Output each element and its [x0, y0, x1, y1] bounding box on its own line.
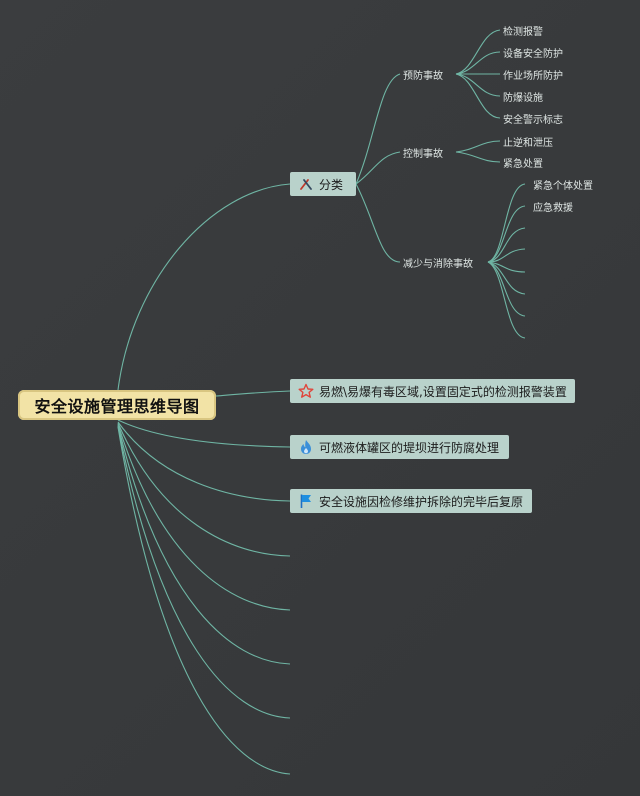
category-reduce-eliminate-accident[interactable]: 减少与消除事故 [403, 259, 473, 270]
flag-icon [298, 493, 314, 509]
topic-classification[interactable]: 分类 [290, 172, 356, 196]
leaf-detection-alarm[interactable]: 检测报警 [503, 27, 543, 38]
link-root-empty-2 [117, 423, 291, 611]
leaf-individual-emergency[interactable]: 紧急个体处置 [533, 181, 593, 192]
link-root-empty-5 [117, 426, 291, 775]
link-root-empty-4 [117, 425, 291, 719]
leaf-workplace-protection[interactable]: 作业场所防护 [503, 71, 563, 82]
leaf-emergency-rescue[interactable]: 应急救援 [533, 203, 573, 214]
link-root-topic-3 [117, 419, 291, 448]
topic-dike-anticorrosion[interactable]: 可燃液体罐区的堤坝进行防腐处理 [290, 435, 509, 459]
leaf-explosion-proof[interactable]: 防爆设施 [503, 93, 543, 104]
category-control-accident[interactable]: 控制事故 [403, 149, 443, 160]
link-root-empty-3 [117, 424, 291, 665]
leaf-emergency-handling[interactable]: 紧急处置 [503, 159, 543, 170]
topic-alarm-device[interactable]: 易燃\易爆有毒区域,设置固定式的检测报警装置 [290, 379, 575, 403]
topic-label: 易燃\易爆有毒区域,设置固定式的检测报警装置 [319, 384, 567, 399]
link-class-reduce [355, 183, 401, 263]
star-icon [298, 383, 314, 399]
leaf-check-relief[interactable]: 止逆和泄压 [503, 138, 553, 149]
root-title: 安全设施管理思维导图 [34, 397, 200, 416]
category-prevent-accident[interactable]: 预防事故 [403, 71, 443, 82]
link-root-classification [117, 183, 291, 391]
link-root-empty-1 [117, 422, 291, 557]
link-class-control [355, 151, 401, 185]
topic-restore-after-maintenance[interactable]: 安全设施因检修维护拆除的完毕后复原 [290, 489, 532, 513]
leaf-equipment-protection[interactable]: 设备安全防护 [503, 49, 563, 60]
link-root-topic-2 [215, 390, 291, 397]
flame-icon [298, 439, 314, 455]
leaf-safety-warning-sign[interactable]: 安全警示标志 [503, 115, 563, 126]
root-node[interactable]: 安全设施管理思维导图 [18, 390, 216, 420]
link-class-prevent [355, 73, 401, 185]
topic-label: 可燃液体罐区的堤坝进行防腐处理 [319, 440, 500, 455]
topic-label: 安全设施因检修维护拆除的完毕后复原 [319, 494, 524, 509]
tools-icon [298, 176, 314, 192]
link-root-topic-4 [117, 421, 291, 502]
topic-label: 分类 [319, 177, 344, 192]
